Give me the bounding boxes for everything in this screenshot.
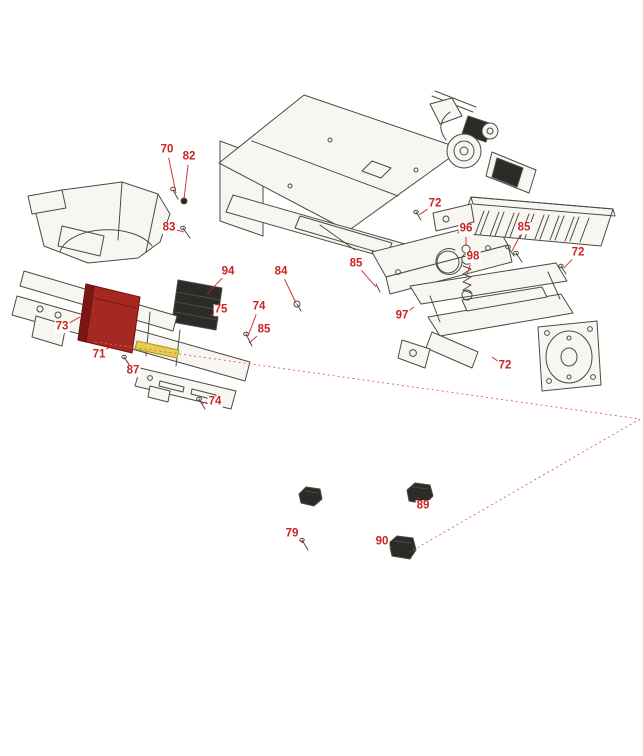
dark-panel-part: [171, 279, 223, 331]
alignment-dotted-lines: [94, 341, 641, 553]
highlighted-panel: [77, 283, 141, 354]
main-frame-assembly: [218, 94, 513, 295]
fender-shroud-part: [27, 181, 171, 264]
pulley-assembly: [429, 90, 537, 194]
rubber-isolators: [298, 482, 434, 560]
decal-strip: [134, 340, 180, 359]
rear-frame-assembly: [397, 262, 602, 392]
